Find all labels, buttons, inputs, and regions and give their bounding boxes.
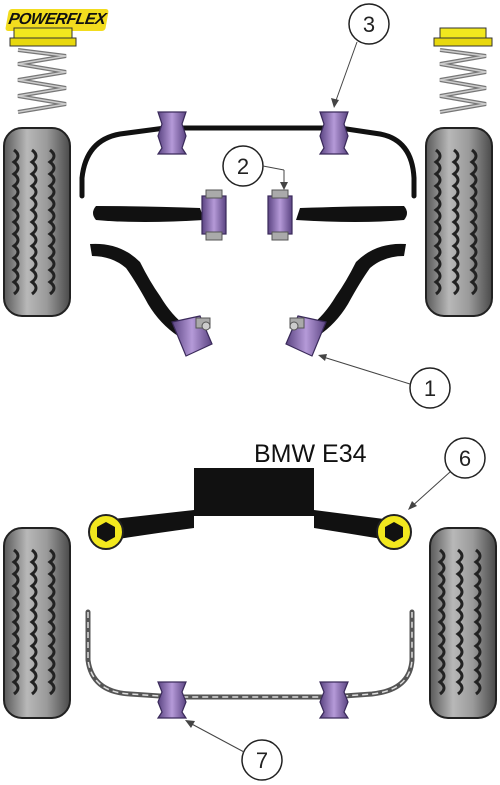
callout-1-number: 1 bbox=[424, 376, 436, 401]
callout-1: 1 bbox=[318, 354, 451, 409]
callout-7-number: 7 bbox=[256, 748, 268, 773]
rear-anti-roll-bar bbox=[85, 609, 415, 700]
rear-arb-bush-right bbox=[318, 681, 350, 719]
callout-7: 7 bbox=[185, 720, 283, 781]
front-left-tyre bbox=[3, 127, 71, 317]
front-right-tyre bbox=[425, 127, 493, 317]
front-right-control-arm bbox=[285, 243, 406, 357]
rear-subframe-bush-left bbox=[88, 514, 124, 550]
callout-3-number: 3 bbox=[363, 12, 375, 37]
callout-6: 6 bbox=[408, 437, 486, 510]
front-anti-roll-bar bbox=[79, 125, 417, 199]
callout-3: 3 bbox=[331, 3, 390, 108]
front-arb-bush-right bbox=[318, 111, 350, 155]
front-arb-bush-left bbox=[156, 111, 188, 155]
model-label: BMW E34 bbox=[254, 440, 367, 468]
front-right-link bbox=[267, 189, 407, 241]
rear-left-tyre bbox=[3, 527, 71, 719]
callout-6-number: 6 bbox=[459, 446, 471, 471]
front-left-spring bbox=[9, 27, 77, 114]
rear-subframe-bush-right bbox=[376, 514, 412, 550]
front-left-control-arm bbox=[90, 243, 213, 357]
rear-arb-bush-left bbox=[156, 681, 188, 719]
callout-2: 2 bbox=[222, 145, 288, 190]
front-right-spring bbox=[433, 27, 493, 114]
front-left-link bbox=[93, 189, 227, 241]
callout-2-number: 2 bbox=[237, 154, 249, 179]
rear-right-tyre bbox=[429, 527, 497, 719]
rear-subframe bbox=[104, 510, 392, 540]
rear-diff-mount bbox=[194, 468, 314, 516]
